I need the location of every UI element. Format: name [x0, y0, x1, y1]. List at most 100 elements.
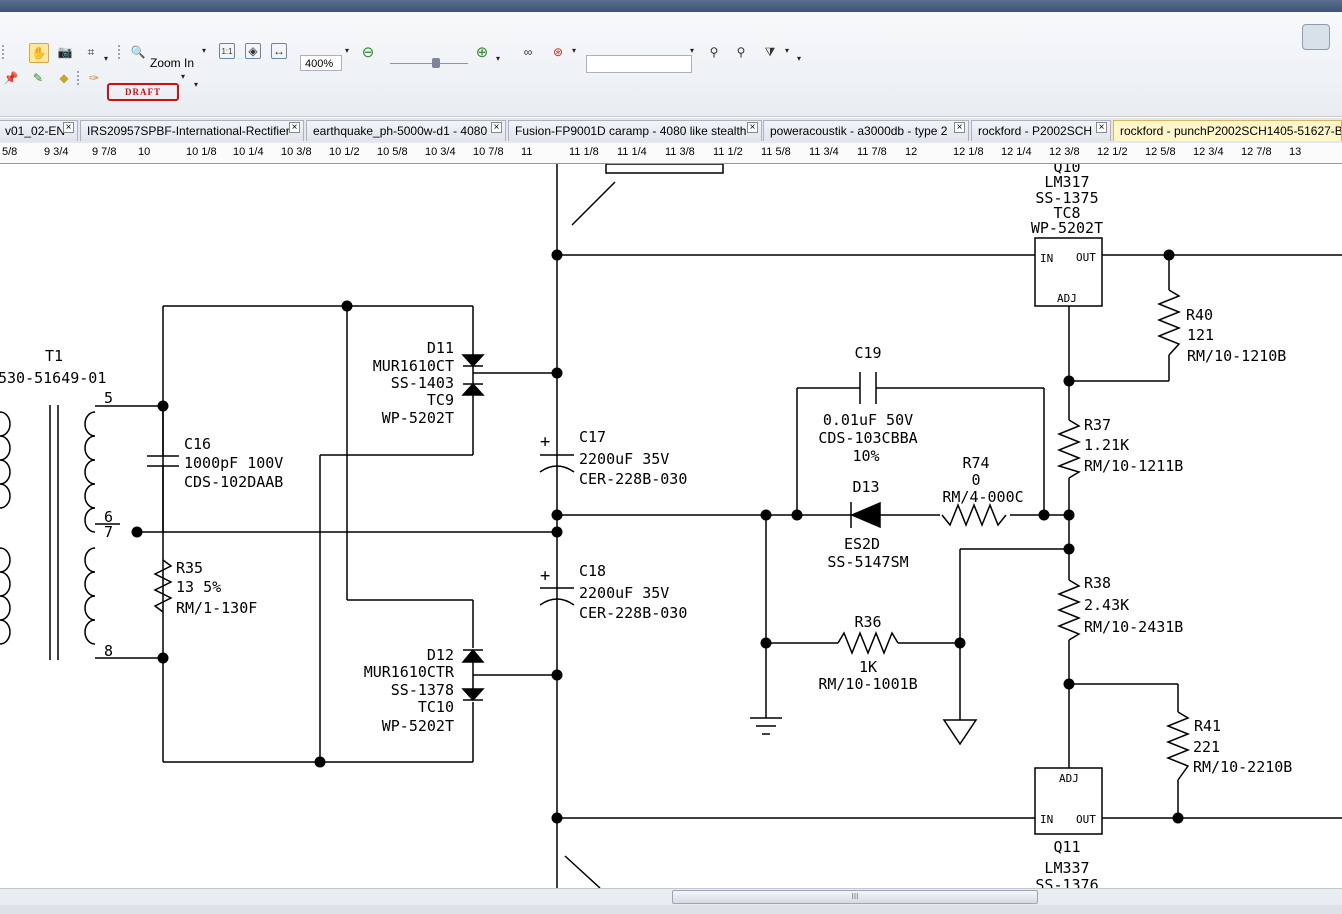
document-tab-bar: v01_02-EN× IRS20957SPBF-International-Re…: [0, 118, 1342, 143]
ruler-tick-label: 11 1/4: [617, 146, 647, 158]
zoom-tool-dropdown-icon[interactable]: ▾: [202, 46, 207, 55]
zoom-in-dropdown-icon[interactable]: ▾: [496, 54, 501, 63]
close-tab-icon[interactable]: ×: [289, 122, 300, 133]
status-bar: [0, 905, 1342, 914]
zoom-level-dropdown-icon[interactable]: ▾: [345, 46, 350, 55]
document-tab[interactable]: rockford - P2002SCH×: [971, 120, 1111, 141]
r40-ref-label: R40: [1186, 306, 1213, 324]
toolbar-grip[interactable]: [2, 45, 7, 59]
zoom-in-icon[interactable]: ⊕: [475, 44, 489, 61]
d11-wp-label: WP-5202T: [382, 409, 454, 427]
find-dropdown-icon[interactable]: ▾: [572, 46, 577, 55]
diode-d11: [461, 354, 485, 396]
zoom-in-label[interactable]: Zoom In: [150, 56, 195, 70]
tab-label: earthquake_ph-5000w-d1 - 4080: [313, 124, 488, 138]
tab-label: rockford - punchP2002SCH1405-51627-B: [1120, 124, 1342, 138]
zoom-slider-track[interactable]: [390, 63, 468, 64]
r35-part-label: RM/1-130F: [176, 599, 257, 617]
fit-width-icon[interactable]: ↔: [271, 43, 287, 59]
r37-part-label: RM/10-1211B: [1084, 457, 1183, 475]
close-tab-icon[interactable]: ×: [491, 122, 502, 133]
capacitor-c18: [539, 587, 575, 606]
c18-ref-label: C18: [579, 562, 606, 580]
capacitor-c17: [539, 454, 575, 473]
r40-value-label: 121: [1187, 326, 1214, 344]
ruler-tick-label: 12 7/8: [1241, 146, 1272, 158]
tab-label: Fusion-FP9001D caramp - 4080 like stealt…: [515, 124, 747, 138]
close-tab-icon[interactable]: ×: [747, 122, 758, 133]
component-labels: T1 530-51649-01 5 6 7 8 C16 1000pF 100V …: [0, 164, 1292, 888]
ruler-tick-label: 12: [905, 146, 918, 158]
capacitor-c19: [859, 372, 877, 404]
ruler-tick-label: 10: [138, 146, 151, 158]
document-tab[interactable]: earthquake_ph-5000w-d1 - 4080×: [306, 120, 506, 141]
stamp-dropdown-icon[interactable]: ▾: [181, 72, 186, 81]
user-account-icon[interactable]: [1302, 24, 1330, 50]
q10-ss-label: SS-1375: [1035, 189, 1098, 207]
filter-icon[interactable]: ⧩: [764, 44, 776, 59]
r38-value-label: 2.43K: [1084, 596, 1129, 614]
q10-ref-label: Q10: [1053, 164, 1080, 176]
q10-wp-label: WP-5202T: [1031, 219, 1103, 237]
toolbar-grip[interactable]: [118, 45, 123, 59]
toolbar: ✋ 📷 ⌗ ▾ 🔍 Zoom In ▾ 1:1 ◈ ↔ 400% ▾ ⊖ ⊕ ▾…: [0, 12, 1342, 117]
ruler-tick-label: 10 1/4: [233, 146, 264, 158]
schematic-canvas[interactable]: T1 530-51649-01 5 6 7 8 C16 1000pF 100V …: [0, 164, 1342, 888]
loupe-binoculars-icon[interactable]: ∞: [523, 45, 533, 59]
pin-icon[interactable]: 📌: [3, 71, 19, 85]
close-tab-icon[interactable]: ×: [954, 122, 965, 133]
search-next-icon[interactable]: ⚲: [709, 45, 719, 59]
c19-value-label: 0.01uF 50V: [823, 411, 913, 429]
select-tool-dropdown-icon[interactable]: ▾: [104, 54, 109, 63]
c19-tolerance-label: 10%: [852, 447, 879, 465]
q11-part-label: LM337: [1044, 859, 1089, 877]
document-tab-active[interactable]: rockford - punchP2002SCH1405-51627-B: [1113, 120, 1342, 141]
stamp-tool-icon[interactable]: ✑: [88, 71, 100, 85]
d13-ref-label: D13: [852, 478, 879, 496]
document-tab[interactable]: IRS20957SPBF-International-Rectifier×: [80, 120, 304, 141]
search-dropdown-icon[interactable]: ▾: [690, 46, 695, 55]
zoom-in-tool-icon[interactable]: 🔍: [130, 45, 146, 59]
t1-pin-label: 5: [104, 389, 113, 407]
document-tab[interactable]: poweracoustik - a3000db - type 2×: [763, 120, 969, 141]
wires: [95, 164, 1342, 888]
q11-ref-label: Q11: [1053, 838, 1080, 856]
zoom-slider-thumb[interactable]: [432, 58, 440, 68]
r41-ref-label: R41: [1194, 717, 1221, 735]
document-tab[interactable]: Fusion-FP9001D caramp - 4080 like stealt…: [508, 120, 762, 141]
eraser-icon[interactable]: ◆: [59, 71, 69, 85]
ruler-tick-label: 12 1/8: [953, 146, 984, 158]
snapshot-camera-icon[interactable]: 📷: [57, 45, 73, 59]
search-input[interactable]: [586, 55, 692, 73]
document-tab[interactable]: v01_02-EN×: [0, 120, 78, 141]
toolbar-overflow-icon[interactable]: ▾: [797, 54, 802, 63]
ruler-tick-label: 10 7/8: [473, 146, 504, 158]
resistor-r35: [153, 559, 173, 613]
ruler-tick-label: 11 1/8: [569, 146, 599, 158]
d12-ref-label: D12: [427, 646, 454, 664]
draft-stamp-button[interactable]: DRAFT: [107, 83, 179, 101]
fit-page-icon[interactable]: ◈: [245, 43, 261, 59]
zoom-out-icon[interactable]: ⊖: [361, 44, 375, 61]
hand-tool-icon[interactable]: ✋: [29, 43, 49, 63]
toolbar-grip[interactable]: [77, 71, 82, 85]
d12-wp-label: WP-5202T: [382, 717, 454, 735]
zoom-level-input[interactable]: 400%: [300, 55, 342, 71]
filter-dropdown-icon[interactable]: ▾: [785, 46, 790, 55]
horizontal-scrollbar[interactable]: [0, 888, 1342, 905]
r74-part-label: RM/4-000C: [942, 488, 1023, 506]
horizontal-scrollbar-thumb[interactable]: III: [672, 890, 1038, 904]
d11-part-label: MUR1610CT: [373, 357, 454, 375]
search-advanced-icon[interactable]: ⚲: [736, 45, 746, 59]
ruler-tick-label: 10 3/4: [425, 146, 456, 158]
close-tab-icon[interactable]: ×: [63, 122, 74, 133]
actual-size-icon[interactable]: 1:1: [219, 43, 235, 59]
find-icon[interactable]: ⊛: [552, 45, 564, 59]
pencil-tool-icon[interactable]: ✎: [32, 71, 44, 85]
select-tool-icon[interactable]: ⌗: [87, 44, 95, 59]
close-tab-icon[interactable]: ×: [1096, 122, 1107, 133]
ruler-tick-label: 12 1/4: [1001, 146, 1032, 158]
c19-ref-label: C19: [854, 344, 881, 362]
toolbar-overflow-icon[interactable]: ▾: [194, 80, 199, 89]
resistor-r38: [1056, 579, 1082, 641]
